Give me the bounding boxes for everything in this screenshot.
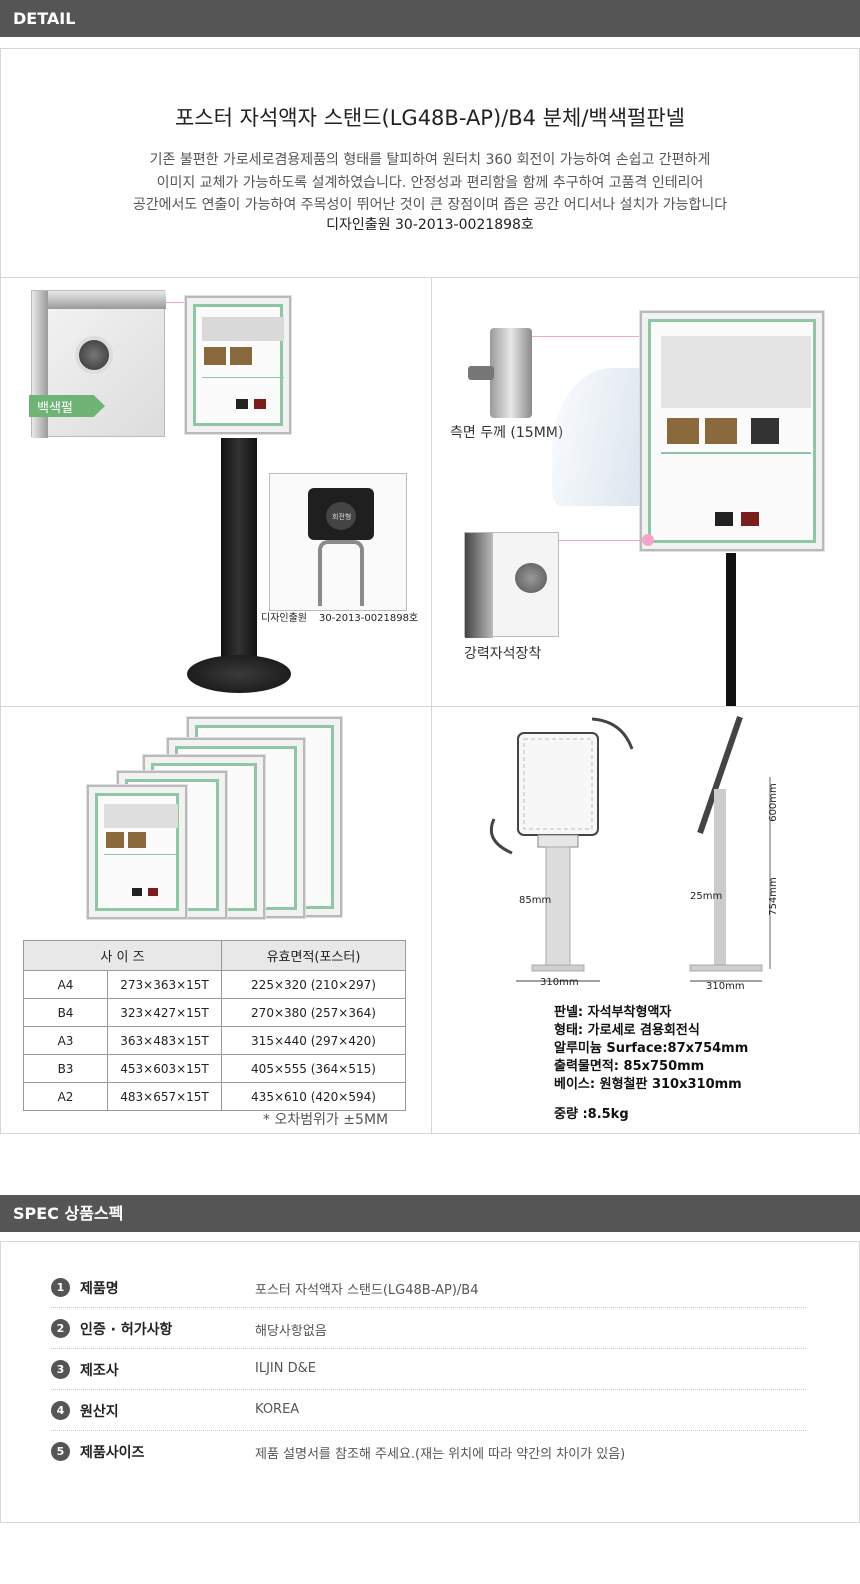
size-name-cell: A4 bbox=[23, 970, 108, 999]
stand-pole bbox=[726, 553, 736, 706]
area-column-header: 유효면적(포스터) bbox=[221, 940, 406, 971]
size-column-header: 사 이 즈 bbox=[23, 940, 222, 971]
description-line-2: 이미지 교체가 가능하도록 설계하였습니다. 안정성과 편리함을 함께 추구하여… bbox=[156, 175, 704, 191]
number-badge-icon: 3 bbox=[51, 1360, 70, 1379]
poster-sheet-image bbox=[552, 368, 652, 506]
dim-85-label: 85mm bbox=[519, 895, 552, 906]
table-row: A4 273×363×15T 225×320 (210×297) bbox=[23, 970, 406, 999]
number-badge-icon: 4 bbox=[51, 1401, 70, 1420]
number-badge-icon: 5 bbox=[51, 1442, 70, 1461]
stand-photo-panel: 백색펄 회전형 디자인출원 30-2013-0021898호 bbox=[0, 277, 432, 707]
size-chart-panel: 사 이 즈 유효면적(포스터) A4 273×363×15T 225×320 (… bbox=[0, 706, 432, 1134]
spec-panel: 판넬: 자석부착형액자 bbox=[554, 1005, 672, 1020]
table-row: B3 453×603×15T 405×555 (364×515) bbox=[23, 1054, 406, 1083]
magnet-label: 강력자석장착 bbox=[464, 646, 542, 662]
white-pearl-badge-label: 백색펄 bbox=[37, 401, 73, 416]
hinge-closeup-image: 회전형 bbox=[269, 473, 407, 611]
detail-section-header: DETAIL bbox=[0, 0, 860, 37]
design-registration: 디자인출원 30-2013-0021898호 bbox=[326, 217, 534, 233]
hinge-label: 회전형 bbox=[332, 513, 352, 521]
spec-key: 제품명 bbox=[80, 1281, 119, 1297]
dim-310-right-label: 310mm bbox=[706, 981, 745, 992]
spec-section-header: SPEC 상품스펙 bbox=[0, 1195, 860, 1232]
spec-key: 원산지 bbox=[80, 1404, 119, 1420]
size-dim-cell: 483×657×15T bbox=[107, 1082, 222, 1111]
spec-value: 제품 설명서를 참조해 주세요.(재는 위치에 따라 약간의 차이가 있음) bbox=[255, 1447, 626, 1462]
size-name-cell: B3 bbox=[23, 1054, 108, 1083]
number-badge-icon: 2 bbox=[51, 1319, 70, 1338]
spec-row-origin: 4 원산지 KOREA bbox=[51, 1390, 806, 1431]
spec-key: 제품사이즈 bbox=[80, 1445, 145, 1461]
size-frame-a4 bbox=[87, 785, 187, 919]
number-badge-icon: 1 bbox=[51, 1278, 70, 1297]
white-pearl-badge bbox=[29, 395, 105, 417]
dimension-diagram-panel: 85mm 310mm 25mm 600mm 754mm 310mm 판넬: 자석… bbox=[431, 706, 860, 1134]
size-dim-cell: 273×363×15T bbox=[107, 970, 222, 999]
spec-value: 포스터 자석액자 스탠드(LG48B-AP)/B4 bbox=[255, 1283, 479, 1298]
spec-value: KOREA bbox=[255, 1402, 300, 1417]
description-line-1: 기존 불편한 가로세로겸용제품의 형태를 탈피하여 원터치 360 회전이 가능… bbox=[149, 152, 711, 168]
stand-pole bbox=[221, 438, 257, 668]
spec-row-manufacturer: 3 제조사 ILJIN D&E bbox=[51, 1349, 806, 1390]
size-name-cell: A3 bbox=[23, 1026, 108, 1055]
dimension-drawing bbox=[489, 716, 771, 982]
size-name-cell: B4 bbox=[23, 998, 108, 1027]
spec-row-product-name: 1 제품명 포스터 자석액자 스탠드(LG48B-AP)/B4 bbox=[51, 1267, 806, 1308]
table-row: A3 363×483×15T 315×440 (297×420) bbox=[23, 1026, 406, 1055]
spec-key: 인증 · 허가사항 bbox=[80, 1322, 173, 1338]
thickness-magnet-panel: 측면 두께 (15MM) 강력자석장착 bbox=[431, 277, 860, 707]
dim-25-label: 25mm bbox=[690, 891, 723, 902]
design-reg-label: 디자인출원 bbox=[261, 613, 307, 624]
spec-form: 형태: 가로세로 겸용회전식 bbox=[554, 1023, 700, 1038]
size-area-cell: 315×440 (297×420) bbox=[221, 1026, 406, 1055]
size-area-cell: 435×610 (420×594) bbox=[221, 1082, 406, 1111]
magnet-closeup-image bbox=[464, 532, 559, 638]
table-row: A2 483×657×15T 435×610 (420×594) bbox=[23, 1082, 406, 1111]
size-table: 사 이 즈 유효면적(포스터) A4 273×363×15T 225×320 (… bbox=[23, 940, 406, 1111]
dim-600-label: 600mm bbox=[767, 783, 779, 822]
spec-value: ILJIN D&E bbox=[255, 1361, 316, 1376]
spec-base: 베이스: 원형철판 310x310mm bbox=[554, 1077, 742, 1092]
description-line-3: 공간에서도 연출이 가능하여 주목성이 뛰어난 것이 큰 장점이며 좁은 공간 … bbox=[132, 197, 728, 213]
design-reg-number: 30-2013-0021898호 bbox=[319, 613, 419, 624]
side-bracket-image bbox=[490, 328, 532, 418]
stand-base bbox=[187, 655, 291, 693]
size-area-cell: 405×555 (364×515) bbox=[221, 1054, 406, 1083]
table-row: B4 323×427×15T 270×380 (257×364) bbox=[23, 998, 406, 1027]
spec-list-box: 1 제품명 포스터 자석액자 스탠드(LG48B-AP)/B4 2 인증 · 허… bbox=[0, 1241, 860, 1523]
size-dim-cell: 363×483×15T bbox=[107, 1026, 222, 1055]
size-area-cell: 270×380 (257×364) bbox=[221, 998, 406, 1027]
spec-row-certification: 2 인증 · 허가사항 해당사항없음 bbox=[51, 1308, 806, 1349]
spec-surface: 알루미늄 Surface:87x754mm bbox=[554, 1041, 749, 1056]
size-dim-cell: 453×603×15T bbox=[107, 1054, 222, 1083]
side-thickness-label: 측면 두께 (15MM) bbox=[450, 425, 564, 441]
magnetic-frame-image bbox=[640, 311, 824, 551]
size-name-cell: A2 bbox=[23, 1082, 108, 1111]
spec-row-size: 5 제품사이즈 제품 설명서를 참조해 주세요.(재는 위치에 따라 약간의 차… bbox=[51, 1431, 806, 1472]
size-dim-cell: 323×427×15T bbox=[107, 998, 222, 1027]
size-area-cell: 225×320 (210×297) bbox=[221, 970, 406, 999]
tolerance-note: * 오차범위가 ±5MM bbox=[263, 1112, 389, 1128]
spec-print-area: 출력물면적: 85x750mm bbox=[554, 1059, 705, 1074]
product-title: 포스터 자석액자 스탠드(LG48B-AP)/B4 분체/백색펄판넬 bbox=[174, 106, 685, 130]
poster-frame-image bbox=[185, 296, 291, 434]
dim-754-label: 754mm bbox=[767, 877, 779, 916]
intro-box: 포스터 자석액자 스탠드(LG48B-AP)/B4 분체/백색펄판넬 기존 불편… bbox=[0, 48, 860, 278]
dim-310-left-label: 310mm bbox=[540, 977, 579, 988]
spec-weight: 중량 :8.5kg bbox=[554, 1107, 629, 1122]
spec-key: 제조사 bbox=[80, 1363, 119, 1379]
spec-value: 해당사항없음 bbox=[255, 1324, 327, 1339]
